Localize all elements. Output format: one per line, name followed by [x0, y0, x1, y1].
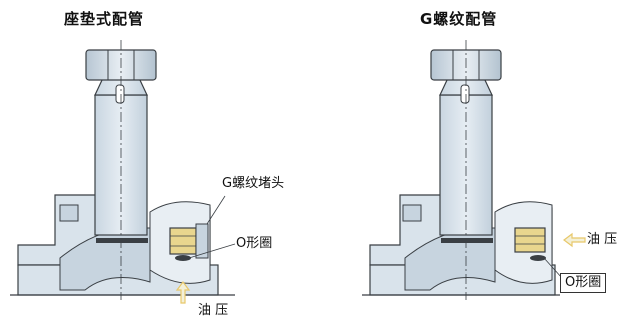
left-assembly	[10, 40, 236, 304]
right-title: G螺纹配管	[420, 10, 498, 28]
left-title: 座垫式配管	[64, 10, 145, 28]
left-seal-band	[96, 238, 148, 243]
left-g-plug	[169, 227, 197, 255]
right-oil-arrow-icon	[563, 232, 586, 248]
right-o-ring-label: O形圈	[560, 273, 607, 293]
right-g-fitting	[514, 227, 546, 253]
left-o-ring	[175, 255, 191, 261]
right-oil-pressure-label: 油 压	[587, 232, 618, 248]
right-assembly	[362, 40, 586, 300]
right-seal-band	[441, 238, 493, 243]
left-oil-pressure-label: 油 压	[198, 303, 229, 319]
right-o-ring	[530, 255, 546, 261]
g-plug-label: G螺纹堵头	[222, 176, 285, 192]
right-nut-slot	[460, 84, 470, 104]
left-o-ring-label: O形圈	[236, 236, 273, 252]
left-nut-slot	[115, 84, 125, 104]
left-oil-arrow-icon	[175, 281, 191, 304]
left-cavity	[59, 227, 151, 291]
